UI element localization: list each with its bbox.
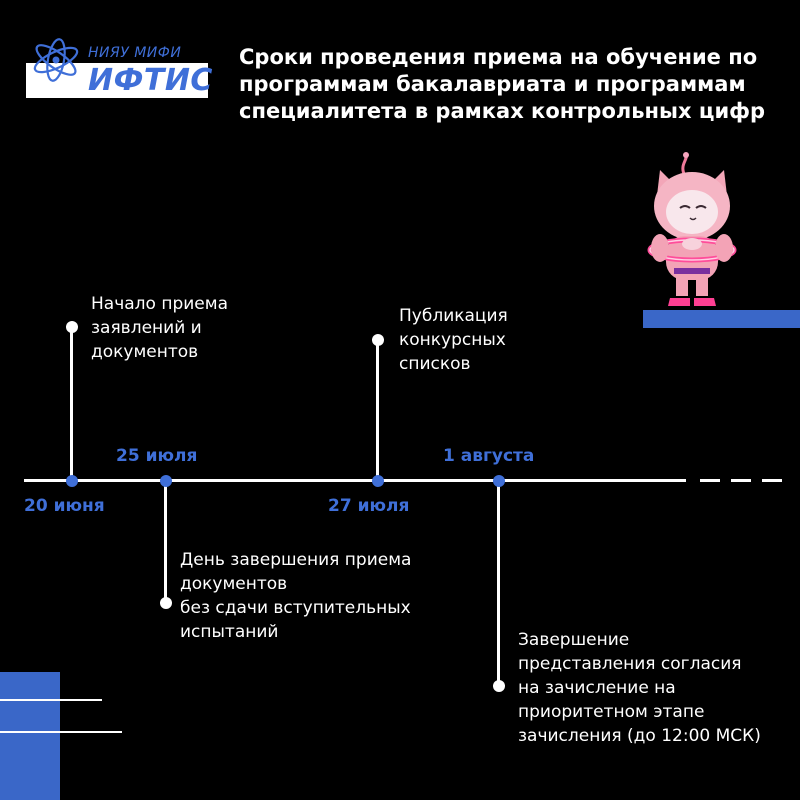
timeline-stem xyxy=(376,340,379,481)
atom-icon xyxy=(33,38,79,82)
event-text-line: День завершения приема xyxy=(180,550,412,570)
event-text-line: Начало приема xyxy=(91,294,228,314)
event-text-line: Завершение xyxy=(518,630,630,650)
timeline-stem xyxy=(70,326,73,481)
event-marker xyxy=(160,597,172,609)
logo-institute-text: ИФТИС xyxy=(88,63,213,98)
astronaut-cat-mascot xyxy=(647,152,737,306)
mascot-platform xyxy=(643,310,800,328)
institute-logo: НИЯУ МИФИ ИФТИС xyxy=(26,36,212,102)
event-end-no-exams: День завершения приема документов без сд… xyxy=(180,548,411,644)
event-marker xyxy=(66,321,78,333)
event-text-line: на зачисление на xyxy=(518,678,676,698)
event-text-line: конкурсных xyxy=(399,330,506,350)
logo-org-text: НИЯУ МИФИ xyxy=(88,45,182,61)
date-marker xyxy=(160,475,172,487)
corner-decoration-block xyxy=(0,672,60,800)
date-marker xyxy=(66,475,78,487)
corner-decoration-line xyxy=(0,731,122,733)
date-label-jul27: 27 июля xyxy=(328,496,410,516)
date-marker xyxy=(372,475,384,487)
timeline-dash xyxy=(762,479,782,482)
event-text-line: Публикация xyxy=(399,306,508,326)
timeline-stem xyxy=(497,480,500,685)
event-start: Начало приема заявлений и документов xyxy=(91,292,228,364)
event-publication: Публикация конкурсных списков xyxy=(399,304,508,376)
corner-decoration-line xyxy=(0,699,102,701)
timeline-stem xyxy=(164,480,167,602)
event-text-line: заявлений и xyxy=(91,318,202,338)
event-text-line: приоритетном этапе xyxy=(518,702,705,722)
timeline-dash xyxy=(731,479,751,482)
event-text-line: документов xyxy=(180,574,288,594)
event-text-line: документов xyxy=(91,342,199,362)
timeline-dash xyxy=(700,479,720,482)
event-marker xyxy=(372,334,384,346)
date-label-aug1: 1 августа xyxy=(443,446,535,466)
date-label-jun20: 20 июня xyxy=(24,496,105,516)
date-marker xyxy=(493,475,505,487)
event-text-line: испытаний xyxy=(180,622,279,642)
event-text-line: списков xyxy=(399,354,471,374)
event-marker xyxy=(493,680,505,692)
event-text-line: без сдачи вступительных xyxy=(180,598,411,618)
event-text-line: представления согласия xyxy=(518,654,742,674)
date-label-jul25: 25 июля xyxy=(116,446,198,466)
page-title: Сроки проведения приема на обучение по п… xyxy=(239,45,766,123)
event-text-line: зачисления (до 12:00 МСК) xyxy=(518,726,761,746)
timeline-axis xyxy=(24,479,686,482)
event-consent: Завершение представления согласия на зач… xyxy=(518,628,761,748)
